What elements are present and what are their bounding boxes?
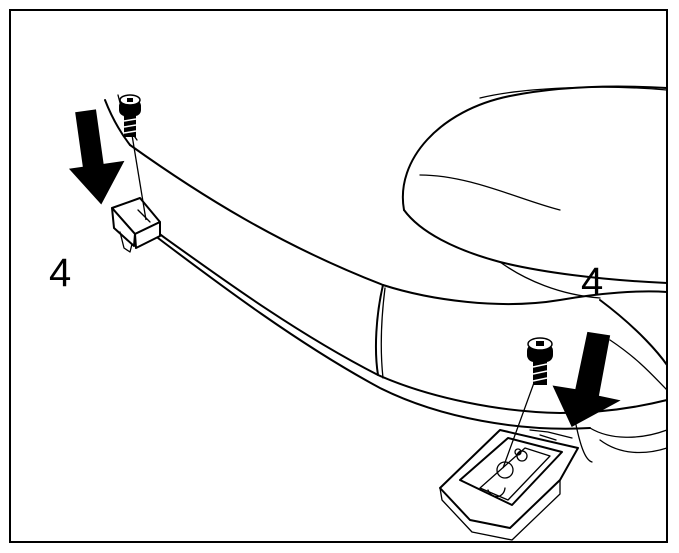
- callout-right: 4: [581, 260, 603, 304]
- bolt-icon: [527, 337, 553, 385]
- left-mounting-bracket: [111, 197, 161, 253]
- callout-left: 4: [49, 251, 71, 295]
- right-mounting-bracket: [439, 429, 579, 541]
- left-leader-line: [131, 134, 147, 221]
- bolt-icon: [119, 94, 141, 137]
- down-arrow-icon: [68, 109, 125, 205]
- right-leader-line: [502, 379, 536, 469]
- vehicle-body: [104, 85, 668, 463]
- down-arrow-icon: [552, 331, 621, 427]
